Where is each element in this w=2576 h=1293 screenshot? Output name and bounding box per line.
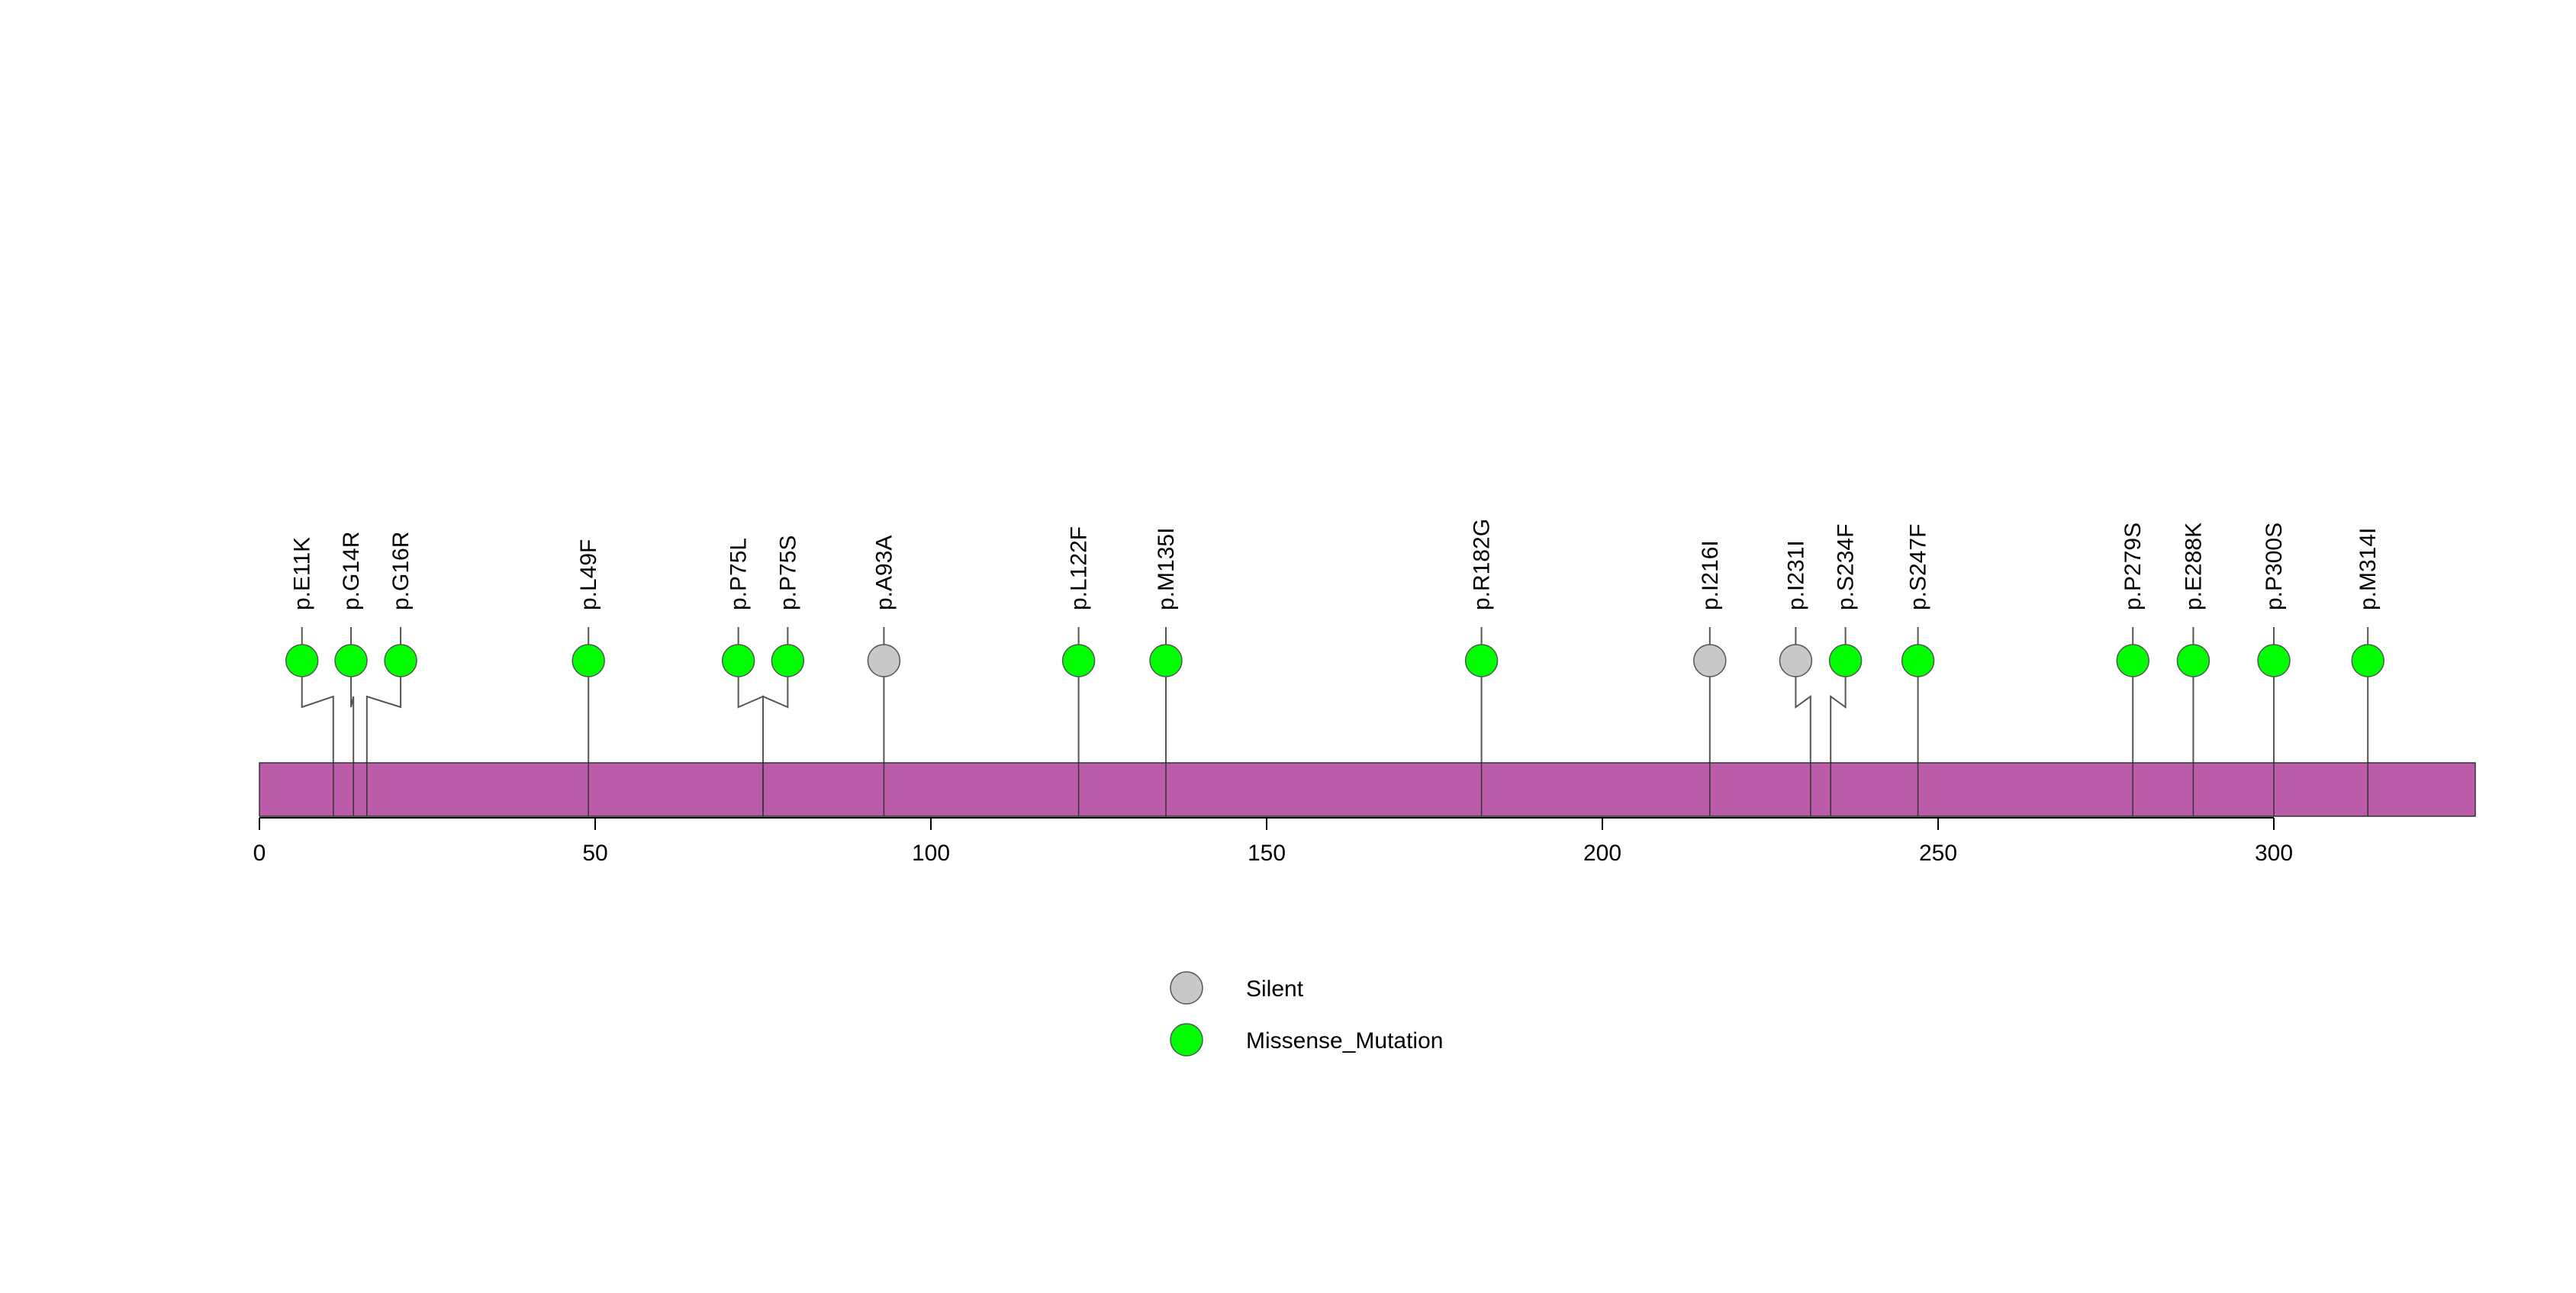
mutation-label: p.M135I [1154,528,1179,610]
mutation-stem [301,661,334,763]
mutation-stem [1795,661,1811,763]
missense-mutation-point [771,644,805,677]
legend-label: Missense_Mutation [1246,1028,1443,1053]
silent-mutation-point [1779,644,1813,677]
mutation-label: p.S234F [1834,524,1859,610]
mutation-label: p.M314I [2355,528,2381,610]
x-tick-label: 100 [912,841,950,866]
protein-bar-layer [259,762,2476,817]
mutation-points-layer [285,644,2384,677]
missense-mutation-point [2116,644,2149,677]
mutation-label: p.I216I [1698,540,1723,610]
silent-mutation-point [867,644,901,677]
mutation-label: p.A93A [871,536,897,610]
x-tick-label: 150 [1248,841,1286,866]
missense-mutation-point [2257,644,2291,677]
missense-mutation-point [1828,644,1863,677]
legend-silent-swatch [1170,971,1203,1005]
missense-mutation-point [285,644,319,677]
missense-mutation-point [2351,644,2384,677]
mutation-label: p.L122F [1067,526,1092,610]
mutation-label: p.I231I [1783,540,1808,610]
missense-mutation-point [334,644,368,677]
mutation-label: p.P279S [2120,523,2146,610]
mutation-label: p.E11K [290,537,315,610]
missense-mutation-point [384,644,417,677]
mutation-label: p.R182G [1470,519,1495,610]
mutation-stem [350,661,355,763]
x-tick-label: 200 [1583,841,1621,866]
stems-layer [301,627,2369,763]
mutation-label: p.P300S [2262,523,2287,610]
mutation-label: p.E288K [2181,523,2206,610]
missense-mutation-point [1149,644,1183,677]
mutation-label: p.S247F [1906,524,1931,610]
x-axis: 0 50 100 150 200 250 300 [253,817,2293,866]
x-tick-label: 0 [253,841,266,866]
mutation-stem [1830,661,1847,763]
silent-mutation-point [1693,644,1727,677]
missense-mutation-point [1901,644,1935,677]
missense-mutation-point [721,644,755,677]
mutation-label: p.P75S [775,536,800,610]
mutation-stem [762,661,789,763]
mutation-label: p.G16R [388,532,414,610]
x-tick-label: 250 [1919,841,1957,866]
missense-mutation-point [1061,644,1096,677]
mutation-label: p.L49F [576,539,601,610]
missense-mutation-point [1464,644,1499,677]
missense-mutation-point [2176,644,2211,677]
protein-bar [259,762,2476,817]
legend-missense-swatch [1170,1023,1203,1057]
x-tick-label: 300 [2255,841,2293,866]
mutation-label: p.G14R [339,532,364,610]
missense-mutation-point [572,644,605,677]
legend-label: Silent [1246,976,1304,1002]
x-tick-label: 50 [582,841,607,866]
mutation-labels-layer: p.E11K p.G14R p.G16R p.L49F p.P75L p.P75S p.A9… [290,519,2381,610]
mutation-stem [365,661,402,763]
mutation-label: p.P75L [726,538,752,610]
